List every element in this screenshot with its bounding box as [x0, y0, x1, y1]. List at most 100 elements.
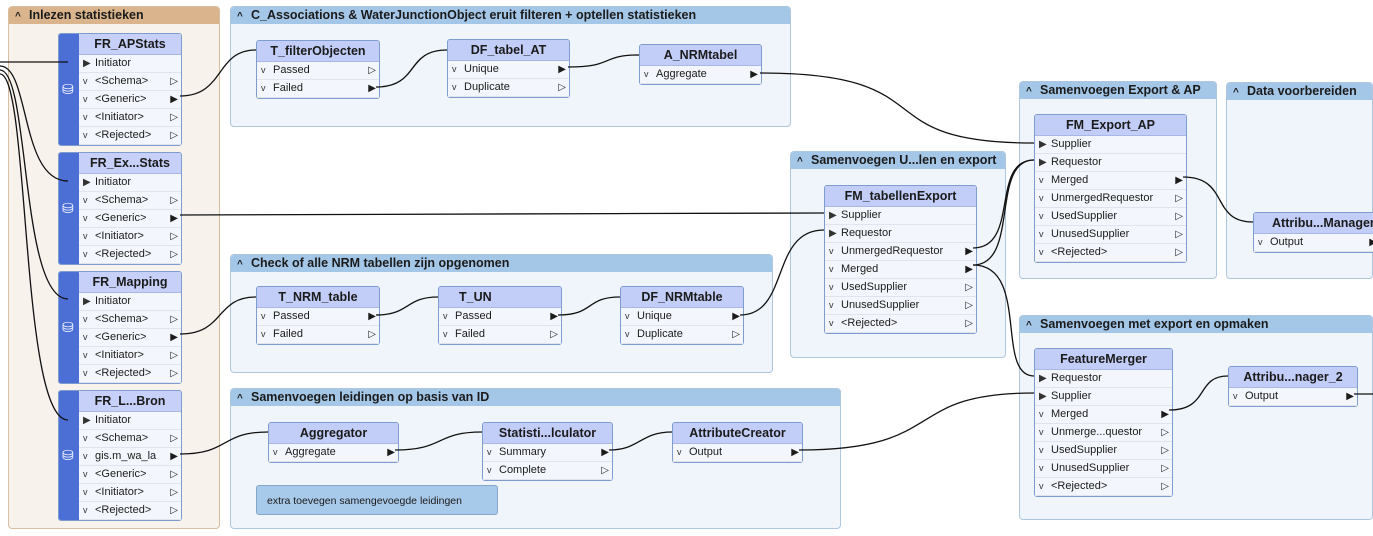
transformer-title[interactable]: Attribu...Manager — [1254, 213, 1373, 234]
expand-chevron-icon[interactable]: v — [1039, 481, 1044, 491]
transformer-title[interactable]: DF_tabel_AT — [448, 40, 569, 61]
expand-chevron-icon[interactable]: v — [452, 82, 457, 92]
output-arrow-icon[interactable]: ▶ — [750, 69, 758, 80]
expand-chevron-icon[interactable]: v — [83, 350, 88, 360]
port-schema[interactable]: v<Schema>▷ — [79, 311, 181, 329]
expand-chevron-icon[interactable]: v — [1233, 391, 1238, 401]
expand-chevron-icon[interactable]: v — [83, 249, 88, 259]
output-arrow-icon[interactable]: ▶ — [558, 64, 566, 75]
transformer-title[interactable]: AttributeCreator — [673, 423, 802, 444]
port-rejected[interactable]: v<Rejected>▷ — [79, 502, 181, 520]
output-arrow-icon[interactable]: ▷ — [1161, 481, 1169, 492]
expand-chevron-icon[interactable]: v — [83, 112, 88, 122]
bookmark-header[interactable]: ^Samenvoegen met export en opmaken — [1020, 316, 1372, 333]
expand-chevron-icon[interactable]: v — [1039, 445, 1044, 455]
expand-chevron-icon[interactable]: v — [829, 246, 834, 256]
chevron-up-icon[interactable]: ^ — [797, 156, 803, 167]
expand-chevron-icon[interactable]: v — [829, 282, 834, 292]
transformer-title[interactable]: FeatureMerger — [1035, 349, 1172, 370]
port-rejected[interactable]: v<Rejected>▷ — [79, 365, 181, 383]
output-arrow-icon[interactable]: ▷ — [170, 231, 178, 242]
output-arrow-icon[interactable]: ▷ — [170, 195, 178, 206]
output-arrow-icon[interactable]: ▷ — [965, 300, 973, 311]
bookmark-header[interactable]: ^Samenvoegen leidingen op basis van ID — [231, 389, 840, 406]
expand-chevron-icon[interactable]: v — [487, 465, 492, 475]
expand-chevron-icon[interactable]: v — [83, 94, 88, 104]
transformer-title[interactable]: T_filterObjecten — [257, 41, 379, 62]
bookmark-header[interactable]: ^Inlezen statistieken — [9, 7, 219, 24]
output-arrow-icon[interactable]: ▷ — [170, 368, 178, 379]
expand-chevron-icon[interactable]: v — [1039, 427, 1044, 437]
port-supplier[interactable]: ▶Supplier — [825, 207, 976, 225]
expand-chevron-icon[interactable]: v — [261, 329, 266, 339]
expand-chevron-icon[interactable]: v — [644, 69, 649, 79]
output-arrow-icon[interactable]: ▷ — [1175, 193, 1183, 204]
reader-fr-mapping[interactable]: ⛁ FR_Mapping ▶Initiator v<Schema>▷ v<Gen… — [58, 271, 182, 384]
port-supplier[interactable]: ▶Supplier — [1035, 388, 1172, 406]
output-arrow-icon[interactable]: ▷ — [1175, 211, 1183, 222]
expand-chevron-icon[interactable]: v — [443, 311, 448, 321]
transformer-title[interactable]: FR_L...Bron — [79, 391, 181, 412]
expand-chevron-icon[interactable]: v — [83, 213, 88, 223]
bookmark-header[interactable]: ^C_Associations & WaterJunctionObject er… — [231, 7, 790, 24]
output-arrow-icon[interactable]: ▷ — [170, 314, 178, 325]
bookmark-header[interactable]: ^Data voorbereiden — [1227, 83, 1372, 100]
output-arrow-icon[interactable]: ▷ — [368, 65, 376, 76]
port-initiator[interactable]: ▶Initiator — [79, 55, 181, 73]
output-arrow-icon[interactable]: ▶ — [732, 311, 740, 322]
expand-chevron-icon[interactable]: v — [83, 469, 88, 479]
port-generic[interactable]: v<Generic>▶ — [79, 210, 181, 228]
output-arrow-icon[interactable]: ▷ — [170, 505, 178, 516]
expand-chevron-icon[interactable]: v — [1258, 237, 1263, 247]
chevron-up-icon[interactable]: ^ — [237, 259, 243, 270]
transformer-title[interactable]: Statisti...lculator — [483, 423, 612, 444]
expand-chevron-icon[interactable]: v — [829, 264, 834, 274]
output-arrow-icon[interactable]: ▷ — [732, 329, 740, 340]
output-arrow-icon[interactable]: ▶ — [387, 447, 395, 458]
port-rejected[interactable]: v<Rejected>▷ — [1035, 478, 1172, 496]
port-schema[interactable]: v<Schema>▷ — [79, 430, 181, 448]
expand-chevron-icon[interactable]: v — [452, 64, 457, 74]
output-arrow-icon[interactable]: ▶ — [1161, 409, 1169, 420]
bookmark-header[interactable]: ^Check of alle NRM tabellen zijn opgenom… — [231, 255, 772, 272]
transformer-title[interactable]: Attribu...nager_2 — [1229, 367, 1357, 388]
expand-chevron-icon[interactable]: v — [83, 487, 88, 497]
expand-chevron-icon[interactable]: v — [487, 447, 492, 457]
port-rejected[interactable]: v<Rejected>▷ — [79, 246, 181, 264]
output-arrow-icon[interactable]: ▷ — [170, 76, 178, 87]
output-arrow-icon[interactable]: ▶ — [170, 332, 178, 343]
output-arrow-icon[interactable]: ▷ — [965, 282, 973, 293]
port-initiator[interactable]: ▶Initiator — [79, 412, 181, 430]
output-arrow-icon[interactable]: ▷ — [170, 112, 178, 123]
expand-chevron-icon[interactable]: v — [83, 130, 88, 140]
output-arrow-icon[interactable]: ▷ — [368, 329, 376, 340]
transformer-title[interactable]: Aggregator — [269, 423, 398, 444]
output-arrow-icon[interactable]: ▶ — [965, 246, 973, 257]
output-arrow-icon[interactable]: ▷ — [1161, 427, 1169, 438]
bookmark-header[interactable]: ^Samenvoegen Export & AP — [1020, 82, 1216, 99]
transformer-title[interactable]: FR_APStats — [79, 34, 181, 55]
output-arrow-icon[interactable]: ▶ — [601, 447, 609, 458]
output-arrow-icon[interactable]: ▶ — [368, 83, 376, 94]
expand-chevron-icon[interactable]: v — [83, 505, 88, 515]
expand-chevron-icon[interactable]: v — [625, 311, 630, 321]
reader-fr-apstats[interactable]: ⛁ FR_APStats ▶Initiator v<Schema>▷ v<Gen… — [58, 33, 182, 146]
annotation-note[interactable]: extra toevegen samengevoegde leidingen — [256, 485, 498, 515]
port-requestor[interactable]: ▶Requestor — [825, 225, 976, 243]
port-initiator[interactable]: ▶Initiator — [79, 174, 181, 192]
